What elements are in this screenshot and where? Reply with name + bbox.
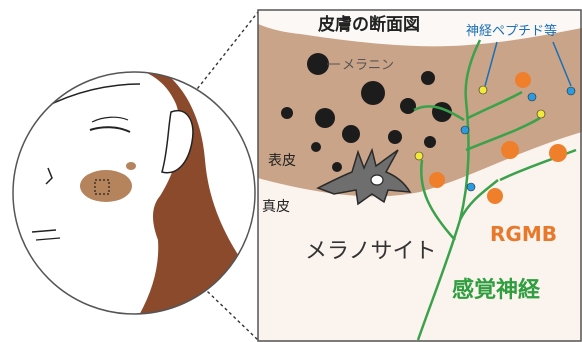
zoom-line-top [189, 11, 259, 99]
pigment-spot [80, 170, 132, 202]
neuropeptide-label: 神経ペプチド等 [466, 24, 558, 39]
epidermis-layer [258, 10, 582, 197]
sensory-nerve-label: 感覚神経 [452, 278, 541, 303]
ear-shape [161, 109, 194, 174]
nose-line [45, 167, 53, 185]
eye-line [89, 126, 131, 133]
sensory-nerve [413, 39, 577, 341]
peptide-pointers [484, 41, 572, 87]
zoom-box [94, 179, 110, 195]
rgmb-dots [429, 72, 567, 204]
diagram-title: 皮膚の断面図 [318, 15, 420, 35]
face-inset [13, 72, 255, 314]
mouth-line [31, 229, 57, 233]
melanin-granules [281, 53, 452, 172]
panel-border [257, 9, 582, 342]
melanocyte-cell [316, 147, 412, 206]
melanin-label: メラニン [342, 58, 395, 73]
epidermis-label: 表皮 [268, 153, 296, 169]
melanocyte-label: メラノサイト [305, 239, 437, 264]
dermis-label: 真皮 [262, 199, 290, 215]
rgmb-label: RGMB [490, 222, 557, 246]
cross-section-panel [258, 10, 582, 342]
neuropeptide-dots [414, 85, 576, 192]
face-inset-border [12, 71, 256, 315]
